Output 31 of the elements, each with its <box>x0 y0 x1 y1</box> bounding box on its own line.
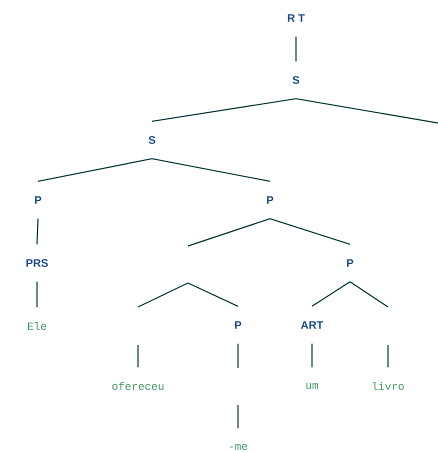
tree-branch <box>137 345 139 368</box>
category-label: P <box>267 196 274 204</box>
category-label: R T <box>288 14 305 22</box>
tree-branch <box>270 218 350 245</box>
tree-branch <box>36 282 38 308</box>
category-label: P <box>235 321 242 329</box>
tree-branch <box>237 405 239 428</box>
tree-branch <box>350 281 388 308</box>
word-label: Ele <box>28 322 46 330</box>
category-label: P <box>35 196 42 204</box>
tree-branch <box>295 36 297 62</box>
word-label: um <box>306 383 318 390</box>
word-label: ofereceu <box>112 382 164 390</box>
tree-branch <box>152 98 296 122</box>
word-label: -me <box>230 444 248 450</box>
tree-branch <box>38 158 152 182</box>
tree-branch <box>311 344 313 368</box>
category-label: P <box>347 259 354 267</box>
tree-branch <box>387 345 389 368</box>
tree-branch <box>296 98 438 124</box>
tree-branch <box>237 344 239 368</box>
tree-branch <box>188 218 270 247</box>
tree-branch <box>36 218 39 244</box>
tree-branch <box>188 282 238 307</box>
category-label: S <box>292 76 300 84</box>
tree-branch <box>312 281 350 307</box>
category-label: ART <box>300 321 324 329</box>
category-label: S <box>148 136 156 144</box>
word-label: livro <box>372 382 404 390</box>
category-label: PRS <box>26 259 48 267</box>
tree-branch <box>152 158 270 182</box>
